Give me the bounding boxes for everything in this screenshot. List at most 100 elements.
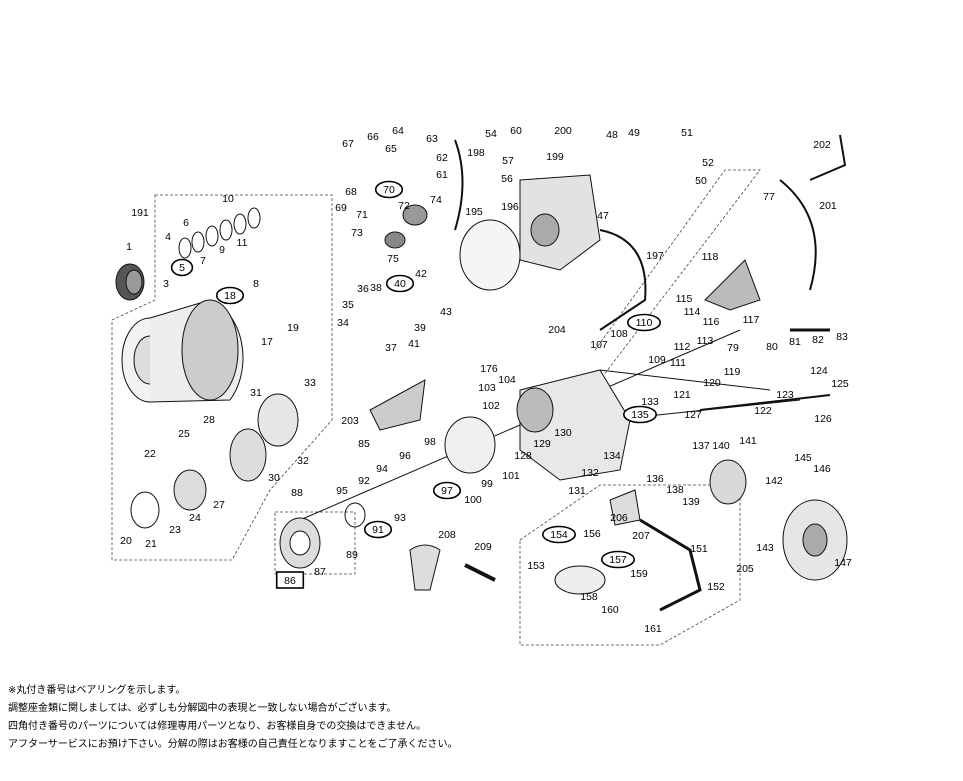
part-callout-117: 117 <box>743 314 760 326</box>
part-number-label: 102 <box>482 400 500 412</box>
part-callout-122: 122 <box>754 405 772 417</box>
part-callout-38: 38 <box>370 282 382 294</box>
part-callout-5: 5 <box>170 258 194 277</box>
screw-part <box>464 563 496 582</box>
part-callout-70: 70 <box>374 180 404 199</box>
part-number-label: 117 <box>743 314 760 326</box>
part-callout-60: 60 <box>510 125 522 137</box>
part-number-label: 51 <box>681 127 693 139</box>
part-number-label: 56 <box>501 173 513 185</box>
part-callout-94: 94 <box>376 463 388 475</box>
part-number-label: 85 <box>358 438 370 450</box>
part-callout-127: 127 <box>684 409 702 421</box>
part-callout-1: 1 <box>126 241 132 253</box>
part-callout-137: 137 <box>692 440 710 452</box>
part-number-label: 94 <box>376 463 388 475</box>
part-callout-91: 91 <box>363 520 393 539</box>
part-callout-125: 125 <box>831 378 849 390</box>
part-callout-206: 206 <box>610 512 628 524</box>
part-callout-77: 77 <box>763 191 775 203</box>
part-callout-145: 145 <box>794 452 812 464</box>
part-number-label: 32 <box>297 455 309 467</box>
part-callout-203: 203 <box>341 415 359 427</box>
part-number-label: 141 <box>739 435 757 447</box>
part-number-label: 206 <box>610 512 628 524</box>
notes-block: ※丸付き番号はベアリングを示します。 調整座金類に関しましては、必ずしも分解図中… <box>8 682 948 754</box>
part-number-label: 31 <box>250 387 262 399</box>
part-number-label: 60 <box>510 125 522 137</box>
part-callout-42: 42 <box>415 268 427 280</box>
anti-reverse-rod-part <box>699 394 831 411</box>
part-number-label: 18 <box>224 290 236 302</box>
part-number-label: 77 <box>763 191 775 203</box>
part-callout-202: 202 <box>813 139 831 151</box>
part-callout-98: 98 <box>424 436 436 448</box>
drag-knob-part <box>115 263 145 301</box>
part-callout-195: 195 <box>465 206 483 218</box>
part-callout-114: 114 <box>684 306 701 318</box>
note-service: アフターサービスにお預け下さい。分解の際はお客様の自己責任となりますことをご了承… <box>8 739 458 750</box>
part-number-label: 21 <box>145 538 157 550</box>
part-number-label: 197 <box>646 250 664 262</box>
part-number-label: 133 <box>641 396 659 408</box>
part-callout-209: 209 <box>474 541 492 553</box>
spool-part <box>121 299 244 403</box>
part-callout-100: 100 <box>464 494 482 506</box>
part-callout-143: 143 <box>756 542 774 554</box>
part-number-label: 74 <box>430 194 442 206</box>
part-number-label: 52 <box>702 157 714 169</box>
part-callout-17: 17 <box>261 336 273 348</box>
part-number-label: 27 <box>213 499 225 511</box>
part-callout-40: 40 <box>385 274 415 293</box>
part-callout-129: 129 <box>533 438 551 450</box>
part-number-label: 69 <box>335 202 347 214</box>
part-callout-9: 9 <box>219 244 225 256</box>
drive-gear-part <box>709 459 848 581</box>
part-callout-37: 37 <box>385 342 397 354</box>
part-number-label: 24 <box>189 512 201 524</box>
part-callout-3: 3 <box>163 278 169 290</box>
part-number-label: 113 <box>697 335 714 347</box>
part-number-label: 121 <box>673 389 691 401</box>
part-callout-126: 126 <box>814 413 832 425</box>
part-number-label: 124 <box>810 365 828 377</box>
part-number-label: 87 <box>314 566 326 578</box>
part-number-label: 156 <box>583 528 601 540</box>
part-number-label: 200 <box>554 125 572 137</box>
part-callout-79: 79 <box>727 342 739 354</box>
part-number-label: 57 <box>502 155 514 167</box>
part-number-label: 153 <box>527 560 545 572</box>
part-callout-132: 132 <box>581 467 599 479</box>
part-number-label: 99 <box>481 478 493 490</box>
part-callout-205: 205 <box>736 563 754 575</box>
part-callout-134: 134 <box>603 450 621 462</box>
part-number-label: 176 <box>480 363 498 375</box>
part-callout-51: 51 <box>681 127 693 139</box>
part-number-label: 62 <box>436 152 448 164</box>
part-number-label: 92 <box>358 475 370 487</box>
part-number-label: 80 <box>766 341 778 353</box>
part-number-label: 47 <box>597 210 609 222</box>
part-callout-18: 18 <box>215 286 245 305</box>
part-callout-121: 121 <box>673 389 691 401</box>
part-callout-124: 124 <box>810 365 828 377</box>
part-number-label: 93 <box>394 512 406 524</box>
part-number-label: 36 <box>357 283 369 295</box>
part-number-label: 19 <box>287 322 299 334</box>
part-callout-48: 48 <box>606 129 618 141</box>
part-callout-65: 65 <box>385 143 397 155</box>
part-callout-39: 39 <box>414 322 426 334</box>
part-callout-86: 86 <box>275 571 305 589</box>
part-callout-32: 32 <box>297 455 309 467</box>
repair-only-marker <box>275 571 305 589</box>
part-callout-107: 107 <box>590 339 608 351</box>
part-callout-73: 73 <box>351 227 363 239</box>
handle-knob-part <box>409 544 441 591</box>
part-callout-54: 54 <box>485 128 497 140</box>
part-callout-118: 118 <box>702 251 719 263</box>
part-callout-83: 83 <box>836 331 848 343</box>
part-number-label: 143 <box>756 542 774 554</box>
part-number-label: 7 <box>200 255 206 267</box>
part-callout-135: 135 <box>622 405 657 424</box>
